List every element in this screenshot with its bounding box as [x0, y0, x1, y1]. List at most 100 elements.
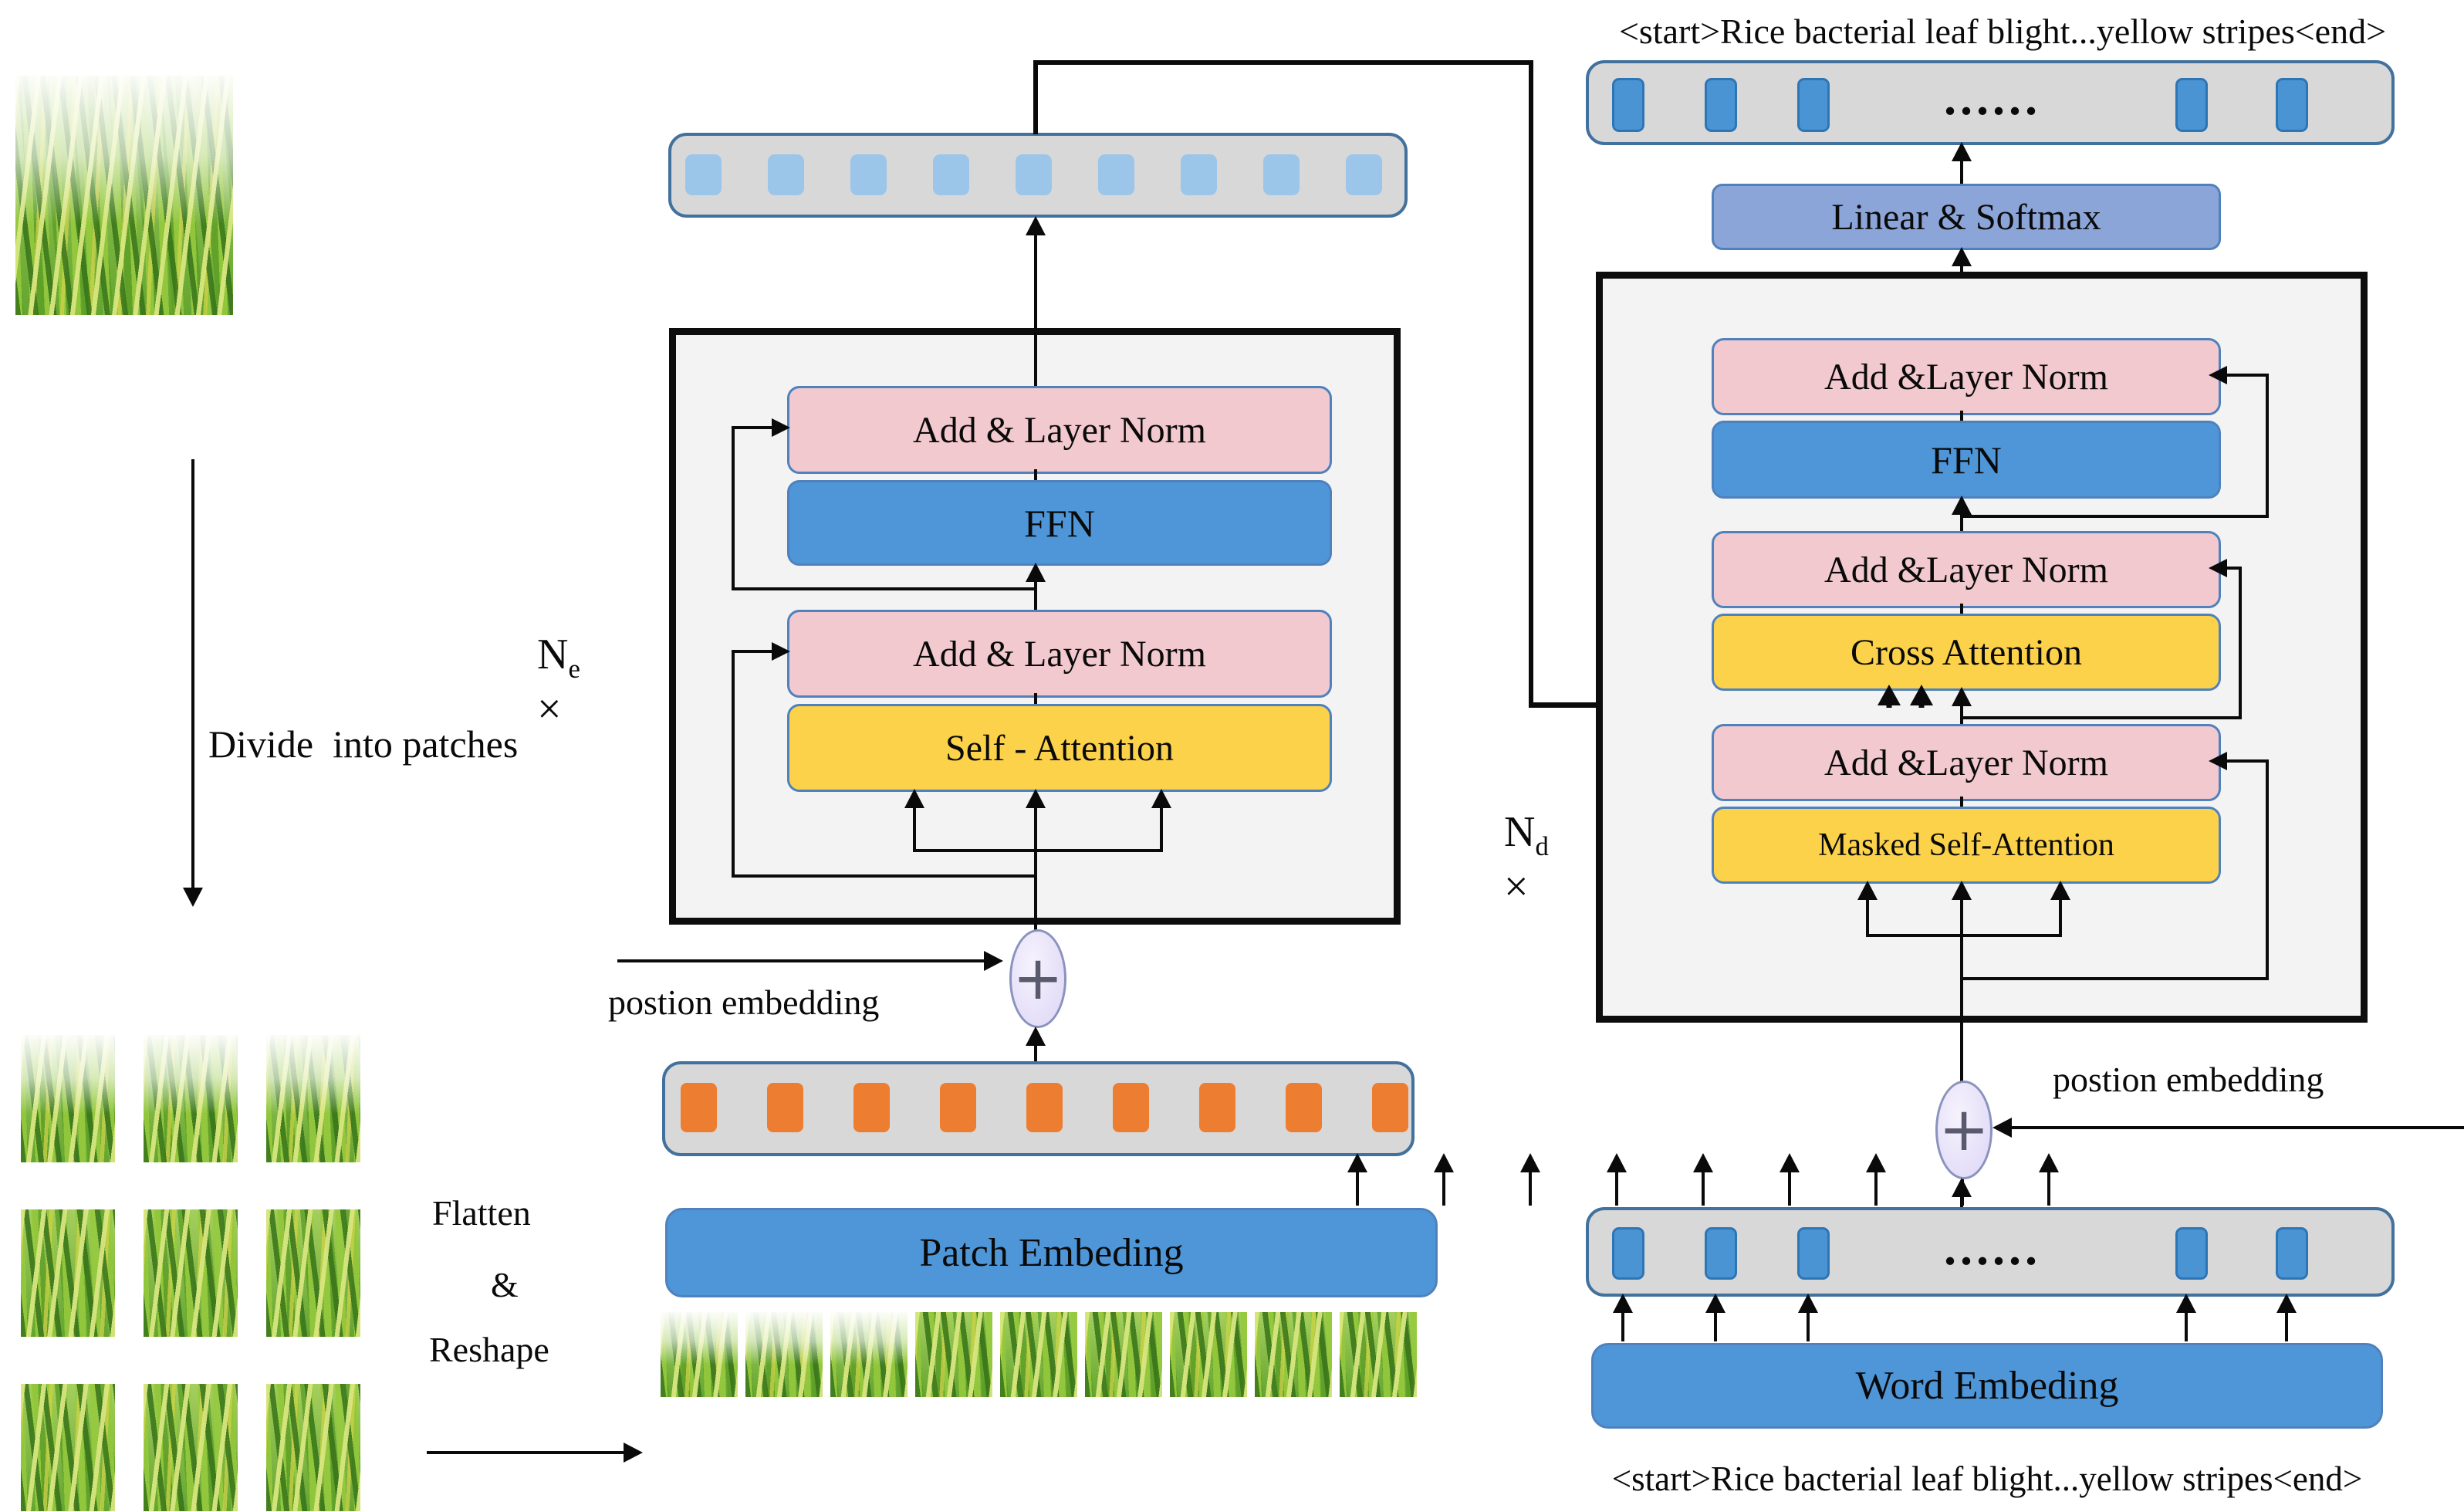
- patch-token: [853, 1083, 890, 1132]
- decoder-input-token: [2175, 1227, 2208, 1280]
- ellipsis-dots: ......: [1944, 1220, 2041, 1275]
- encoder-residual-arrowhead: [772, 418, 790, 437]
- encoder-output-token: [1098, 154, 1134, 195]
- encoder-repeat-subscript: e: [568, 654, 580, 685]
- decoder-add-layer-norm-1-label: Add &Layer Norm: [1824, 356, 2108, 397]
- patch-token: [1026, 1083, 1063, 1132]
- patch-strip-cell: [830, 1312, 908, 1397]
- decoder-repeat-symbol: N: [1504, 808, 1536, 856]
- patch-embedding-box: Patch Embeding: [665, 1208, 1438, 1297]
- connector-line: [1960, 411, 1963, 421]
- patch-embedding-arrow: [2038, 1153, 2060, 1206]
- word-row-to-plus-arrow: [1951, 1178, 1972, 1207]
- position-embedding-arrow: [617, 950, 1003, 972]
- decoder-ffn-label: FFN: [1931, 438, 2002, 482]
- decoder-repeat-subscript: d: [1535, 831, 1549, 862]
- patch-strip-cell: [1340, 1312, 1417, 1397]
- patch-token: [1286, 1083, 1322, 1132]
- encoder-output-token: [1346, 154, 1382, 195]
- linear-softmax-box: Linear & Softmax: [1712, 184, 2221, 250]
- decoder-masked-self-attention-label: Masked Self-Attention: [1818, 827, 2114, 863]
- encoder-output-row: [668, 133, 1408, 218]
- patch-strip-cell: [661, 1312, 738, 1397]
- patch-embedding-arrow: [1519, 1153, 1541, 1206]
- decoder-residual-line: [2239, 567, 2242, 719]
- encoder-to-decoder-line: [1529, 60, 1533, 707]
- patch-embedding-arrow: [1692, 1153, 1714, 1206]
- encoder-output-token: [768, 154, 804, 195]
- add-position-circle: +: [1935, 1081, 1992, 1179]
- patch-grid-cell: [266, 1035, 360, 1162]
- encoder-ffn: FFN: [787, 480, 1332, 566]
- decoder-input-token: [1797, 1227, 1830, 1280]
- encoder-add-layer-norm-bottom-label: Add & Layer Norm: [913, 633, 1206, 675]
- encoder-self-attention-label: Self - Attention: [945, 727, 1174, 769]
- encoder-output-token: [685, 154, 722, 195]
- decoder-masked-self-attention: Masked Self-Attention: [1712, 807, 2221, 884]
- decoder-output-token: [1612, 78, 1644, 132]
- decoder-residual-arrowhead: [2209, 366, 2227, 384]
- attention-input-arrow: [1025, 789, 1046, 931]
- flatten-label-line2: &: [491, 1265, 519, 1304]
- attention-input-arrow: [904, 789, 925, 852]
- decoder-add-layer-norm-3-label: Add &Layer Norm: [1824, 742, 2108, 783]
- encoder-output-token: [850, 154, 887, 195]
- divide-into-patches-label: Divide into patches: [208, 722, 519, 766]
- decoder-residual-line: [1962, 977, 2269, 980]
- encoder-output-token: [1181, 154, 1217, 195]
- patch-embedding-arrow: [1779, 1153, 1800, 1206]
- cross-attention-encoder-arrow: [1878, 685, 1900, 708]
- softmax-output-arrow: [1951, 142, 1972, 184]
- encoder-residual-line: [732, 874, 1036, 878]
- word-embedding-label: Word Embeding: [1855, 1364, 2119, 1408]
- patch-grid-cell: [266, 1209, 360, 1337]
- decoder-add-layer-norm-3: Add &Layer Norm: [1712, 724, 2221, 801]
- patch-strip-cell: [915, 1312, 992, 1397]
- position-embedding-arrow: [1992, 1117, 2464, 1138]
- encoder-residual-line: [732, 650, 735, 878]
- decoder-residual-line: [2266, 374, 2269, 518]
- patch-grid-cell: [144, 1209, 238, 1337]
- add-position-circle: +: [1009, 929, 1066, 1028]
- patch-grid: [21, 1035, 391, 1512]
- encoder-output-token: [933, 154, 969, 195]
- patch-embedding-arrow: [1865, 1153, 1887, 1206]
- decoder-output-token: [1705, 78, 1737, 132]
- attention-input-arrow: [1857, 881, 1878, 937]
- encoder-ffn-label: FFN: [1024, 501, 1095, 545]
- patch-grid-cell: [21, 1209, 115, 1337]
- linear-softmax-label: Linear & Softmax: [1831, 196, 2101, 238]
- patch-token: [1199, 1083, 1235, 1132]
- encoder-add-layer-norm-top-label: Add & Layer Norm: [913, 409, 1206, 451]
- patch-token: [940, 1083, 976, 1132]
- flatten-arrow: [427, 1442, 643, 1463]
- rice-field-image: [15, 76, 233, 315]
- ffn-input-arrow: [1025, 563, 1046, 610]
- decoder-residual-line: [2226, 759, 2269, 763]
- encoder-to-decoder-line: [1033, 60, 1533, 65]
- decoder-residual-line: [1962, 716, 2242, 719]
- cross-attention-encoder-arrow: [1911, 685, 1932, 708]
- encoder-residual-line: [732, 587, 1036, 590]
- encoder-output-token: [1263, 154, 1300, 195]
- patch-strip-cell: [1000, 1312, 1077, 1397]
- patch-embedding-arrow: [1433, 1153, 1455, 1206]
- connector-line: [1034, 469, 1037, 480]
- divide-arrow: [182, 459, 204, 907]
- encoder-add-layer-norm-bottom: Add & Layer Norm: [787, 610, 1332, 698]
- attention-input-arrow: [1951, 881, 1972, 1082]
- encoder-residual-arrowhead: [772, 642, 790, 661]
- patch-grid-cell: [21, 1384, 115, 1511]
- word-embedding-arrow: [2175, 1294, 2197, 1341]
- patch-embedding-arrow: [1606, 1153, 1627, 1206]
- decoder-residual-line: [2226, 567, 2242, 570]
- attention-input-arrow: [1151, 789, 1172, 852]
- encoder-to-decoder-line: [1033, 60, 1038, 134]
- ffn-input-arrow: [1951, 496, 1972, 531]
- word-embedding-arrow: [1705, 1294, 1726, 1341]
- ellipsis-dots: ......: [1944, 70, 2041, 125]
- encoder-self-attention: Self - Attention: [787, 704, 1332, 792]
- decoder-add-layer-norm-1: Add &Layer Norm: [1712, 338, 2221, 415]
- patch-grid-cell: [144, 1384, 238, 1511]
- patch-strip-cell: [1255, 1312, 1332, 1397]
